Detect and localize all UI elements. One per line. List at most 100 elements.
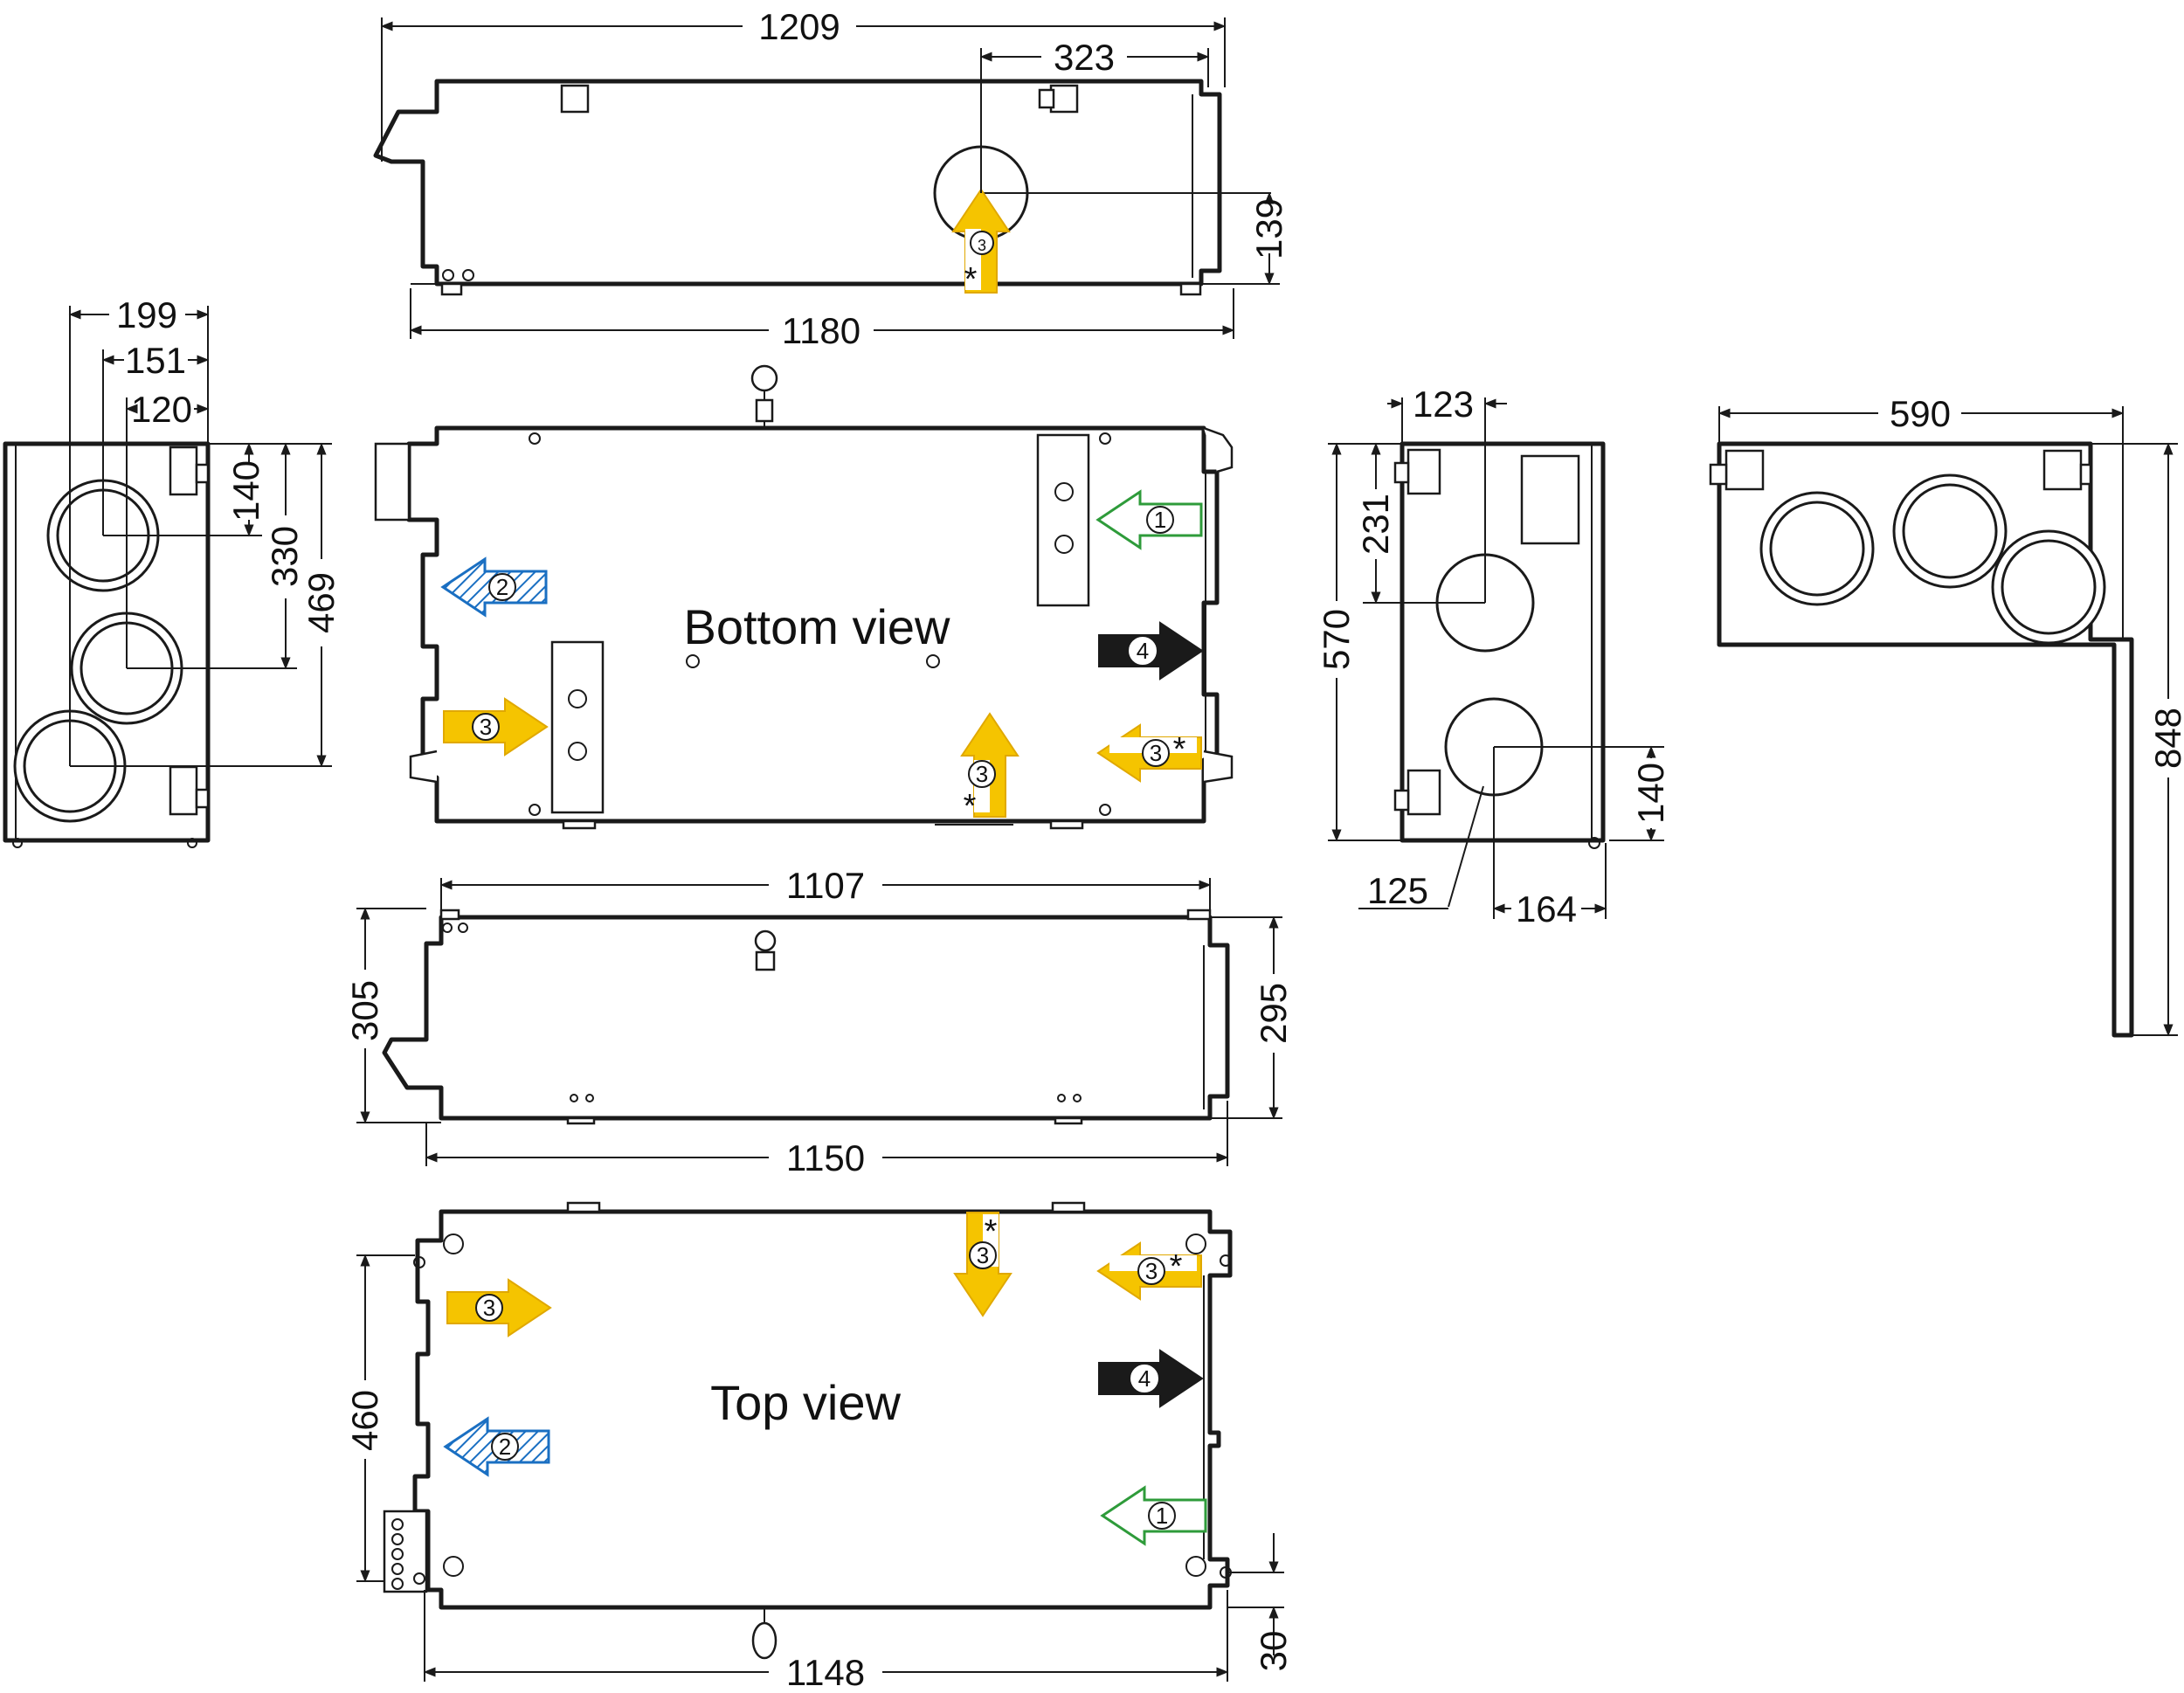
bottom-extract-badge xyxy=(1129,637,1157,665)
bottom-exhaust-badge xyxy=(488,573,516,601)
bottom-supply-up-badge xyxy=(968,760,996,788)
top-hinge-2 xyxy=(1051,1201,1086,1213)
front-hinge-right xyxy=(1049,84,1079,114)
side-leader-125 xyxy=(1448,785,1484,908)
bottom-foot-1 xyxy=(562,819,597,830)
bottom-plate-left-hole-2 xyxy=(568,742,587,761)
bottom-view-plate-right xyxy=(1036,433,1090,607)
side-dim-231-label: 231 xyxy=(1355,494,1396,555)
side-dim-140-label: 140 xyxy=(1630,763,1671,824)
left-dim-330-label: 330 xyxy=(264,526,305,587)
side-hinge-bottom xyxy=(1406,769,1441,816)
top-view-terminal-block xyxy=(383,1510,428,1593)
top-view-body xyxy=(412,1209,1233,1610)
bracket-port-2-inner xyxy=(1902,483,1998,579)
top-terminal-3 xyxy=(391,1548,404,1560)
rear-plug-icon xyxy=(754,929,777,952)
left-dim-140-label: 140 xyxy=(225,460,266,522)
left-end-hinge-bottom xyxy=(169,765,198,816)
rear-view-body xyxy=(382,915,1230,1121)
top-terminal-5 xyxy=(391,1578,404,1590)
bottom-view-corner-tab-br xyxy=(1203,750,1234,784)
bottom-view-corner-tab-tr xyxy=(1203,426,1234,473)
top-corner-hole-tl xyxy=(443,1233,464,1254)
left-end-hinge-top xyxy=(169,446,198,496)
rear-screw-2 xyxy=(458,923,468,933)
left-end-hinge-top-tab xyxy=(195,463,210,484)
bottom-supply-left-badge xyxy=(472,713,500,741)
top-supply-left-badge-label: 3 xyxy=(483,1295,495,1321)
bracket-hinge-left-tab xyxy=(1709,463,1728,486)
left-dim-469-label: 469 xyxy=(301,572,342,633)
bottom-extract-badge-label: 4 xyxy=(1137,638,1149,664)
left-foot-1 xyxy=(12,838,23,848)
top-corner-hole-bl xyxy=(443,1556,464,1577)
bracket-port-3-inner xyxy=(2001,539,2097,635)
side-hinge-top xyxy=(1406,448,1441,495)
bottom-view-plate-left xyxy=(550,640,605,814)
side-foot xyxy=(1588,837,1600,849)
top-mount-hole-bl xyxy=(413,1572,425,1585)
bracket-hinge-right xyxy=(2042,449,2083,491)
side-dim-125-label: 125 xyxy=(1367,870,1428,911)
bottom-outdoor-badge-label: 1 xyxy=(1154,507,1166,533)
front-dim-1209-label: 1209 xyxy=(758,6,840,47)
rear-dim-295-label: 295 xyxy=(1253,983,1294,1044)
top-terminal-2 xyxy=(391,1533,404,1545)
bottom-supply-left-badge-label: 3 xyxy=(480,714,492,740)
top-dim-30-label: 30 xyxy=(1253,1631,1294,1672)
top-outdoor-badge xyxy=(1148,1502,1176,1530)
side-hinge-top-tab xyxy=(1393,461,1410,484)
top-terminal-1 xyxy=(391,1518,404,1531)
front-supply-badge-label: 3 xyxy=(978,237,986,254)
rear-top-tab-left xyxy=(439,909,460,921)
top-exhaust-badge xyxy=(491,1433,519,1461)
top-supply-down-badge-label: 3 xyxy=(977,1242,989,1268)
side-dim-123-label: 123 xyxy=(1413,384,1474,425)
bottom-screw-3 xyxy=(529,804,541,816)
top-supply-down-badge xyxy=(969,1241,997,1269)
bottom-view-connector xyxy=(374,442,411,522)
bottom-screw-5 xyxy=(686,654,700,668)
front-dim-1180-label: 1180 xyxy=(782,310,860,351)
rear-hole-2 xyxy=(585,1094,594,1102)
bottom-view-corner-tab-bl xyxy=(409,750,438,784)
bottom-outdoor-badge xyxy=(1146,506,1174,534)
bracket-hinge-right-tab xyxy=(2079,463,2092,486)
top-corner-hole-br xyxy=(1185,1556,1206,1577)
bottom-screw-6 xyxy=(926,654,940,668)
rear-view: 1107 305 295 1150 xyxy=(344,865,1294,1178)
top-mount-hole-l xyxy=(413,1256,425,1268)
rear-screw-1 xyxy=(442,923,453,933)
bottom-screw-4 xyxy=(1099,804,1111,816)
front-supply-star: * xyxy=(964,261,978,298)
rear-foot-1 xyxy=(566,1116,596,1125)
top-dim-1148-label: 1148 xyxy=(786,1652,865,1693)
left-dim-120-label: 120 xyxy=(131,389,192,430)
rear-dim-305-label: 305 xyxy=(344,980,385,1041)
front-dim-139-label: 139 xyxy=(1248,198,1289,259)
left-dim-151-label: 151 xyxy=(125,340,186,381)
top-supply-right-badge-label: 3 xyxy=(1145,1258,1158,1284)
bottom-plate-right-hole-2 xyxy=(1054,535,1074,554)
rear-hole-1 xyxy=(570,1094,578,1102)
bottom-supply-right-badge xyxy=(1142,739,1170,767)
top-mount-hole-r xyxy=(1220,1254,1232,1267)
front-foot-left-2 xyxy=(462,269,474,281)
bracket-dim-590-label: 590 xyxy=(1890,393,1951,434)
bottom-foot-2 xyxy=(1049,819,1084,830)
rear-foot-2 xyxy=(1054,1116,1083,1125)
front-body xyxy=(373,79,1222,287)
bottom-plate-left-hole-1 xyxy=(568,689,587,708)
top-supply-right-star: * xyxy=(1170,1248,1183,1285)
rear-top-tab xyxy=(1186,909,1212,921)
bottom-view: Bottom view 1 2 4 3 3 * xyxy=(374,364,1234,830)
front-foot-pad-left xyxy=(440,282,463,296)
front-foot-left xyxy=(442,269,454,281)
front-hinge-right-tab xyxy=(1038,88,1055,109)
side-dim-164-label: 164 xyxy=(1516,888,1577,929)
top-extract-badge xyxy=(1130,1365,1158,1392)
top-supply-right-badge xyxy=(1137,1257,1165,1285)
top-view-label: Top view xyxy=(710,1375,901,1430)
